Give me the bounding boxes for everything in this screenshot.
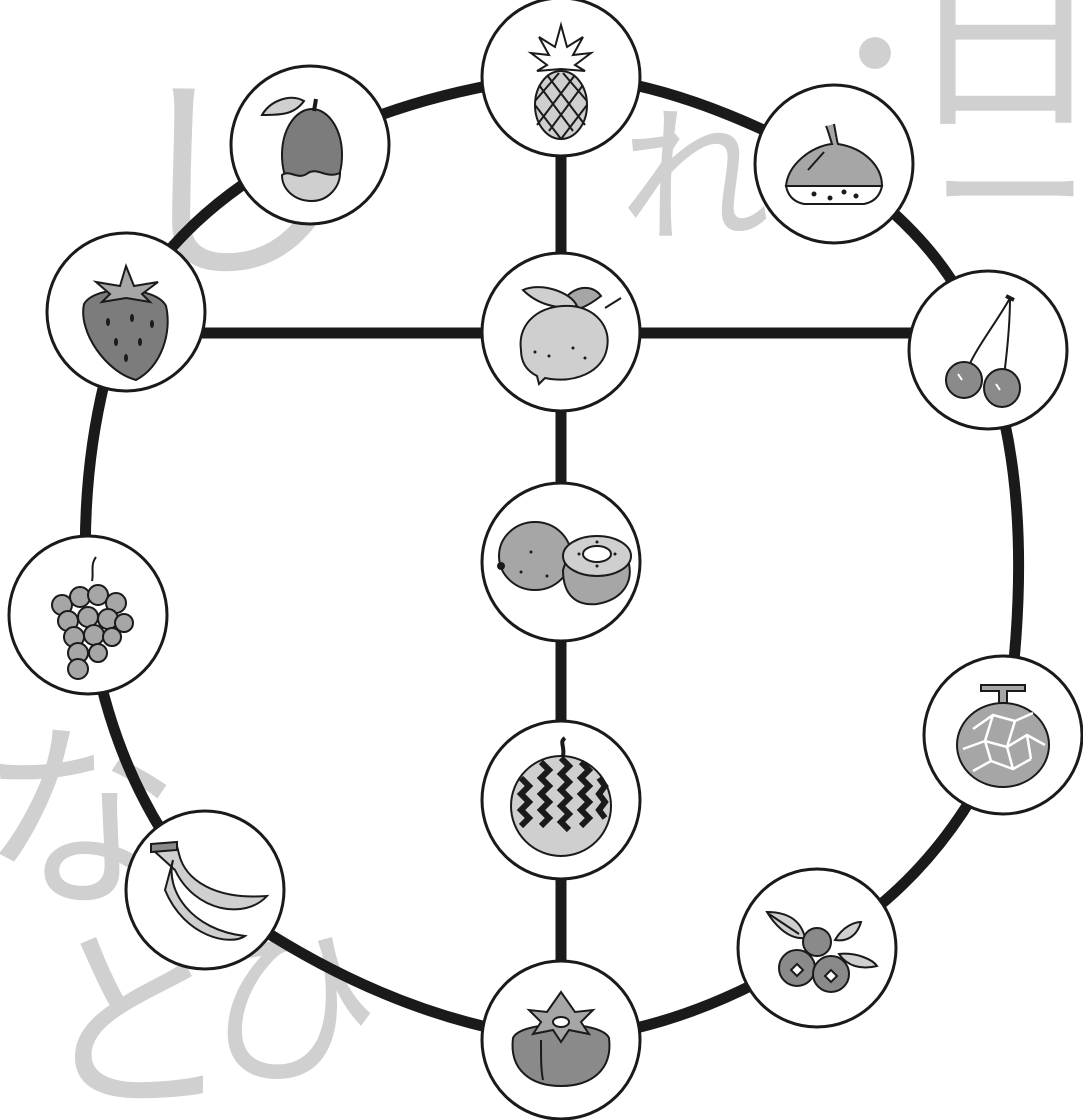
watermark-char: 日 [905,0,1083,158]
persimmon-icon [511,990,611,1088]
pineapple-icon [527,21,595,140]
cherry-icon [945,294,1021,408]
node-peach[interactable] [229,64,391,226]
lemon-icon [519,286,622,386]
watermelon-icon [510,736,612,857]
node-banana[interactable] [124,809,286,971]
strawberry-icon [82,262,169,382]
blueberry-icon [765,910,879,993]
node-pineapple[interactable] [480,0,642,158]
node-persimmon[interactable] [480,959,642,1120]
node-chestnut[interactable] [753,83,915,245]
watermark-char: ー [930,101,1083,288]
node-kiwi[interactable] [480,481,642,643]
melon-icon [956,684,1050,788]
node-melon[interactable] [922,654,1083,816]
node-lemon[interactable] [480,251,642,413]
node-cherry[interactable] [907,269,1069,431]
banana-icon [150,840,270,941]
chestnut-icon [784,123,884,205]
node-blueberry[interactable] [736,867,898,1029]
grape-icon [51,556,134,680]
node-watermelon[interactable] [480,719,642,881]
peach-icon [260,96,343,203]
node-grape[interactable] [7,534,169,696]
kiwi-icon [497,521,632,606]
node-strawberry[interactable] [45,231,207,393]
